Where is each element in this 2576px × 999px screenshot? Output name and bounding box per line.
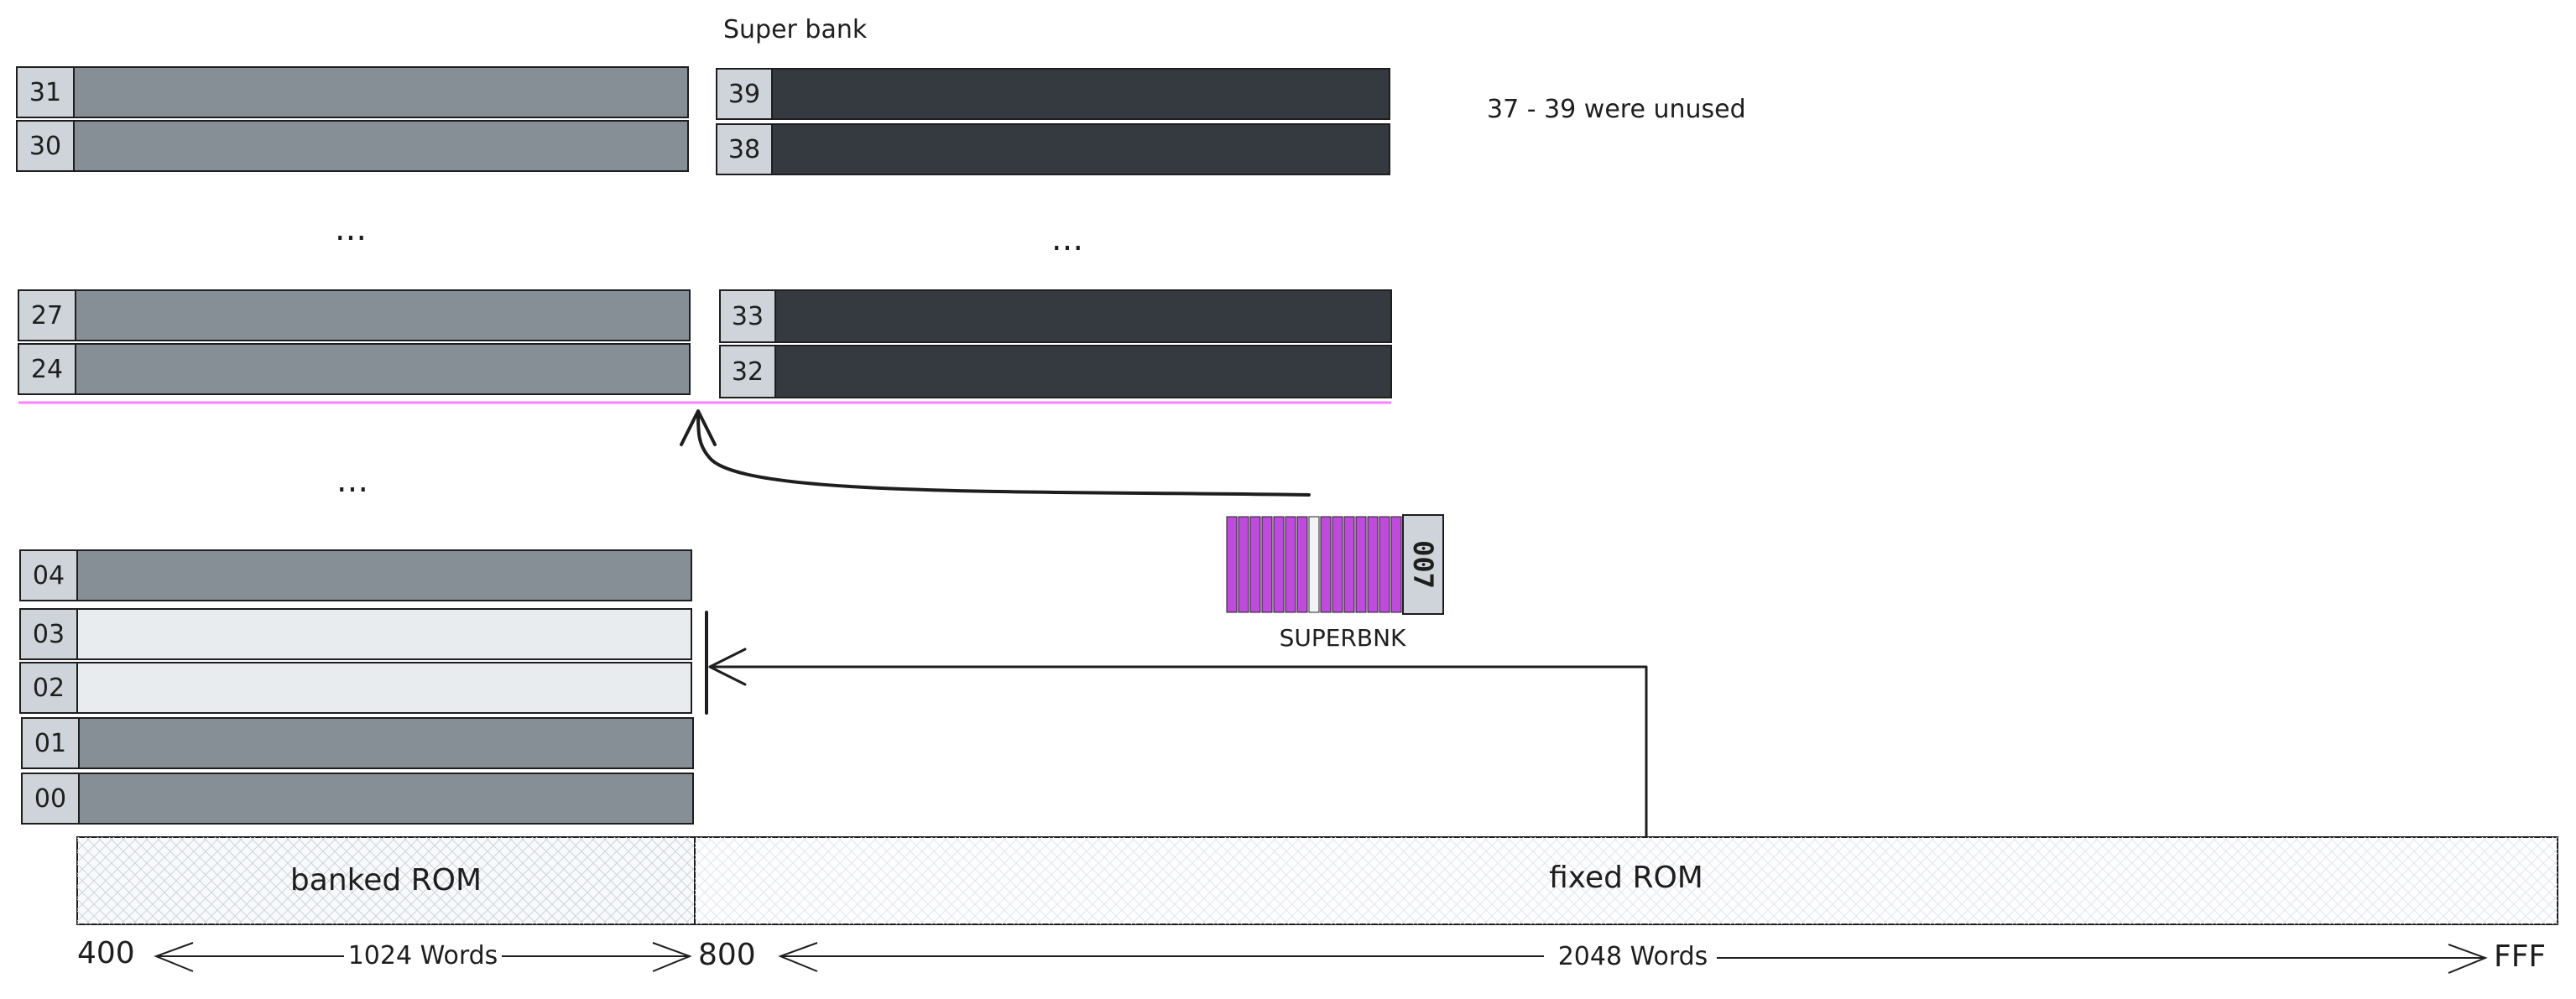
bank-label-box [716, 123, 773, 175]
bank-label-box [16, 66, 75, 118]
span-fixed-arrow: 2048 Words [778, 942, 2488, 974]
register-address-box [1402, 514, 1444, 615]
bank-label: 38 [728, 135, 760, 164]
address-fff: FFF [2494, 939, 2546, 974]
super-bank-label: Super bank [723, 15, 868, 44]
bank-label-box [18, 289, 76, 341]
register-bit [1332, 516, 1343, 613]
register-name: SUPERBNK [1280, 624, 1406, 652]
register-bit [1261, 516, 1273, 613]
bank-label: 02 [33, 674, 65, 703]
span-banked-label: 1024 Words [348, 941, 498, 970]
bank-label: 32 [732, 357, 764, 387]
bank-24: 24 [18, 343, 691, 395]
banked-rom-label: banked ROM [290, 863, 482, 898]
bank-label-box [19, 608, 78, 660]
bank-label: 30 [29, 132, 61, 161]
bank-label: 00 [34, 784, 66, 814]
bank-31: 31 [16, 66, 689, 118]
bank-label: 31 [29, 78, 61, 107]
ellipsis: ... [1051, 220, 1083, 258]
ellipsis: ... [335, 210, 367, 248]
bank-38: 38 [716, 123, 1390, 175]
bank-label-box [719, 345, 776, 398]
register-address: 007 [1407, 540, 1439, 589]
bank-label-box [19, 662, 78, 714]
bank-32: 32 [719, 345, 1392, 398]
register-bit [1273, 516, 1285, 613]
bank-label-box [21, 717, 80, 769]
bank-label: 27 [31, 301, 63, 330]
span-banked-arrow: 1024 Words [154, 941, 692, 972]
bank-label: 04 [33, 561, 65, 591]
bank-39: 39 [716, 68, 1390, 120]
register-bit [1238, 516, 1249, 613]
banked-rom-region: banked ROM [76, 836, 696, 925]
register-bit [1249, 516, 1261, 613]
arrowhead-icon [680, 409, 717, 446]
span-fixed-label: 2048 Words [1558, 942, 1708, 971]
bank-label: 24 [31, 355, 63, 384]
register-bit [1355, 516, 1367, 613]
bank-03: 03 [19, 608, 692, 660]
register-bit [1296, 516, 1308, 613]
bank-00: 00 [21, 773, 694, 825]
bank-label-box [21, 773, 80, 825]
ellipsis: ... [336, 461, 368, 500]
register-bit [1390, 516, 1402, 613]
bank-label-box [19, 549, 78, 601]
bank-01: 01 [21, 717, 694, 769]
bank-04: 04 [19, 549, 692, 601]
fixed-rom-region: fixed ROM [694, 836, 2558, 925]
bank-label-box [719, 289, 776, 343]
register-bit [1379, 516, 1390, 613]
bank-30: 30 [16, 120, 689, 172]
fixed-rom-label: fixed ROM [1549, 861, 1703, 895]
address-400: 400 [77, 936, 135, 970]
bank-label-box [716, 68, 773, 120]
bank-label: 01 [34, 729, 66, 758]
register-bit [1320, 516, 1332, 613]
bank-label: 39 [728, 80, 760, 109]
bank-33: 33 [719, 289, 1392, 343]
register-bit [1343, 516, 1355, 613]
bank-label: 33 [732, 302, 764, 331]
register-bit [1308, 516, 1320, 613]
bank-27: 27 [18, 289, 691, 341]
bank-label-box [18, 343, 76, 395]
bank-label: 03 [33, 620, 65, 649]
unused-note: 37 - 39 were unused [1487, 95, 1746, 124]
bank-label-box [16, 120, 75, 172]
superbnk-register: 007 SUPERBNK [1226, 514, 1444, 652]
register-bit [1226, 516, 1238, 613]
superbank-select-arrow [696, 411, 1311, 497]
bank-02: 02 [19, 662, 692, 714]
address-800: 800 [698, 938, 756, 972]
arrowhead-icon [708, 648, 747, 686]
register-bit [1285, 516, 1296, 613]
register-bit [1367, 516, 1379, 613]
fixed-rom-select-arrow [710, 665, 1648, 837]
